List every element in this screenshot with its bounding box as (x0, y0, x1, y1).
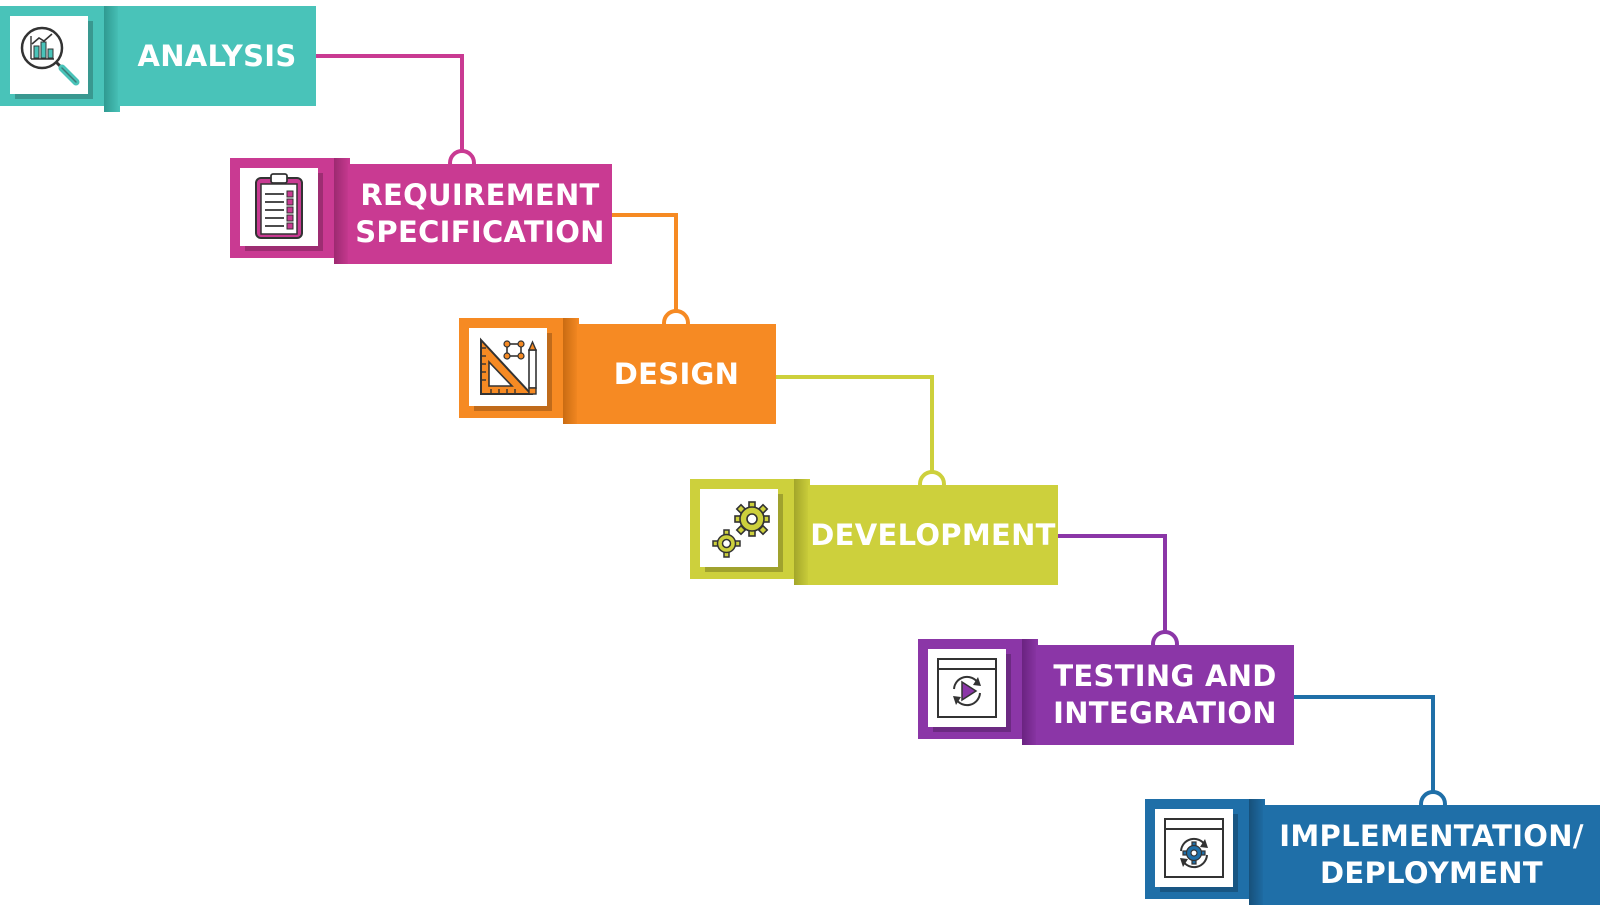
connector-design-development (776, 375, 934, 484)
step-requirement-fold (334, 158, 350, 264)
step-implementation-label-line2: DEPLOYMENT (1320, 856, 1543, 890)
step-requirement: REQUIREMENT SPECIFICATION (230, 158, 612, 264)
step-design: DESIGN (459, 318, 776, 424)
step-requirement-label: REQUIREMENT SPECIFICATION (355, 177, 605, 251)
step-testing-icon-tile (928, 649, 1006, 727)
step-implementation-label: IMPLEMENTATION/ DEPLOYMENT (1279, 818, 1583, 892)
step-analysis-label-line1: ANALYSIS (137, 38, 297, 73)
step-design-label-box: DESIGN (577, 324, 776, 424)
step-design-fold (563, 318, 579, 424)
step-requirement-icon-tile (240, 168, 318, 246)
magnifier-chart-icon (20, 26, 80, 86)
step-requirement-label-line2: SPECIFICATION (355, 215, 605, 249)
step-requirement-label-box: REQUIREMENT SPECIFICATION (348, 164, 612, 264)
step-testing-fold (1022, 639, 1038, 745)
step-development-label-line1: DEVELOPMENT (810, 517, 1056, 552)
step-design-label: DESIGN (614, 356, 739, 393)
connector-development-testing (1058, 534, 1167, 644)
step-development-icon-tile (700, 489, 778, 567)
step-implementation-fold (1249, 799, 1265, 905)
step-analysis-fold (104, 6, 120, 112)
play-refresh-window-icon (937, 658, 997, 718)
step-analysis-label-box: ANALYSIS (118, 6, 316, 106)
connector-testing-implementation (1294, 695, 1435, 804)
step-testing: TESTING AND INTEGRATION (918, 639, 1294, 745)
clipboard-icon (255, 173, 303, 239)
step-testing-label-line2: INTEGRATION (1053, 696, 1277, 730)
step-implementation-icon-tile (1155, 809, 1233, 887)
step-implementation-label-box: IMPLEMENTATION/ DEPLOYMENT (1263, 805, 1600, 905)
step-testing-label-line1: TESTING AND (1053, 659, 1277, 693)
step-testing-label-box: TESTING AND INTEGRATION (1036, 645, 1294, 745)
step-analysis-label: ANALYSIS (137, 38, 296, 75)
gears-icon (712, 501, 770, 558)
step-analysis: ANALYSIS (0, 6, 316, 112)
step-requirement-label-line1: REQUIREMENT (360, 178, 600, 212)
step-development-label: DEVELOPMENT (810, 517, 1056, 554)
step-implementation: IMPLEMENTATION/ DEPLOYMENT (1145, 799, 1600, 905)
step-development: DEVELOPMENT (690, 479, 1058, 585)
connector-requirement-design (612, 213, 678, 323)
step-development-fold (794, 479, 810, 585)
step-analysis-icon-tile (10, 16, 88, 94)
step-design-icon-tile (469, 328, 547, 406)
gear-refresh-window-icon (1164, 818, 1224, 878)
step-implementation-label-line1: IMPLEMENTATION/ (1279, 819, 1584, 853)
step-testing-label: TESTING AND INTEGRATION (1053, 658, 1277, 732)
triangle-ruler-pencil-icon (480, 337, 538, 395)
step-design-label-line1: DESIGN (613, 356, 740, 391)
connector-analysis-requirement (316, 54, 464, 163)
step-development-label-box: DEVELOPMENT (808, 485, 1058, 585)
